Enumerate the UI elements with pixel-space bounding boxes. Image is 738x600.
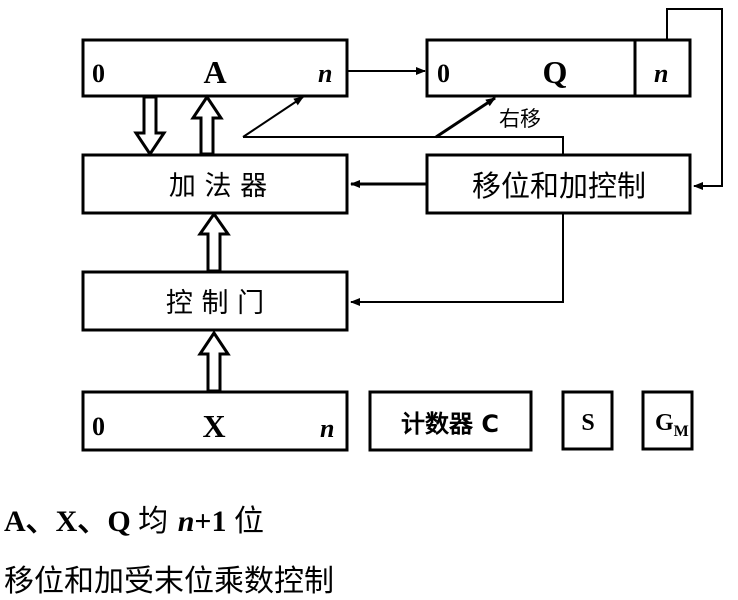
shift-right-arrow-to-q [435,96,496,139]
register-x-left-bit: 0 [92,412,105,441]
counter-c-label: 计数器 C [401,410,499,438]
register-a-left-bit: 0 [92,59,105,88]
note-n: n [177,505,195,538]
hollow-arrow-adder-to-a [190,94,224,156]
hollow-arrow-x-to-gate [197,330,231,393]
register-a: 0 A n [81,38,349,98]
control-gate-label: 控 制 门 [166,288,264,319]
shift-add-control-block: 移位和加控制 [425,153,692,215]
adder-label: 加 法 器 [169,171,267,202]
gm-flag-block: GM [641,390,694,451]
control-gate-block: 控 制 门 [81,270,349,332]
s-flag-label: S [581,410,594,436]
register-q-name: Q [543,54,568,90]
shift-right-signal-line [243,136,564,155]
counter-c-block: 计数器 C [368,390,533,452]
register-q: 0 Q n [425,38,692,98]
hollow-arrow-gate-to-adder [197,211,231,273]
hollow-arrow-a-to-adder [133,95,167,157]
s-flag-block: S [561,390,614,451]
shift-right-arrow-to-a [242,96,304,138]
arrow-control-to-gate [350,213,564,306]
adder-block: 加 法 器 [81,153,349,215]
shift-add-control-label: 移位和加控制 [472,169,646,203]
note-shift-add-control: 移位和加受末位乘数控制 [4,564,334,599]
note-all: 均 [138,504,178,539]
register-a-name: A [203,54,226,90]
q-lsb-feedback-line [666,8,723,190]
shift-right-label: 右移 [499,107,541,131]
register-a-right-bit: n [318,59,332,88]
register-x-right-bit: n [320,414,334,443]
gm-subscript: M [674,423,689,440]
gm-flag-label: GM [655,410,689,440]
note-plus-one: +1 [194,505,235,538]
note-registers: A、X、Q [4,505,139,538]
register-x: 0 X n [81,390,349,452]
note-bits: 位 [234,504,265,539]
register-x-name: X [202,408,225,444]
register-q-right-bit: n [654,59,668,88]
register-q-left-bit: 0 [437,59,450,88]
note-register-width: A、X、Q 均 n+1 位 [4,496,264,540]
